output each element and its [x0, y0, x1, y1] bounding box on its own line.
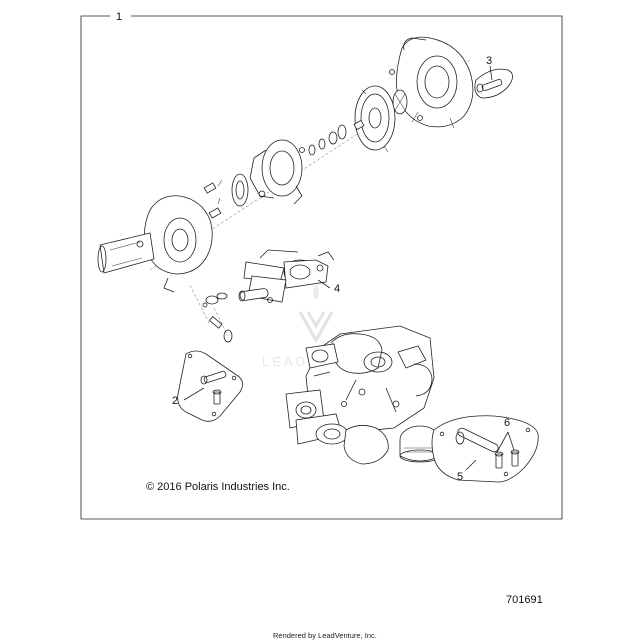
bearing-housing: [249, 139, 305, 205]
callout-5: 5: [457, 471, 463, 483]
leader-lines: [183, 65, 515, 471]
heat-shield: [203, 173, 249, 219]
turbine-housing: [97, 195, 213, 293]
callout-4: 4: [334, 283, 340, 295]
turbocharger-assembled: [285, 325, 441, 465]
callout-6: 6: [504, 417, 510, 429]
compressor-housing: [389, 36, 474, 129]
lower-fasteners: [189, 284, 233, 343]
rendered-by-footer: Rendered by LeadVenture, Inc.: [273, 631, 377, 640]
callout-3: 3: [486, 55, 492, 67]
callout-2: 2: [172, 395, 178, 407]
wastegate-plate-kit: [177, 350, 243, 422]
outlet-gasket-kit: [431, 415, 539, 483]
copyright-notice: © 2016 Polaris Industries Inc.: [146, 481, 290, 493]
sensor-kit: [474, 68, 513, 99]
wastegate-actuator: [238, 249, 335, 303]
bearing-small-parts: [308, 119, 365, 156]
diagram-number: 701691: [506, 594, 543, 606]
callout-1: 1: [116, 11, 122, 23]
compressor-wheel: [392, 89, 408, 115]
compressor-backplate: [354, 85, 396, 153]
leadventure-watermark: LEADV: [262, 284, 334, 369]
turbo-assembly-exploded: [97, 36, 474, 343]
diagram-frame: [80, 15, 563, 520]
watermark-text: LEADV: [262, 354, 320, 369]
